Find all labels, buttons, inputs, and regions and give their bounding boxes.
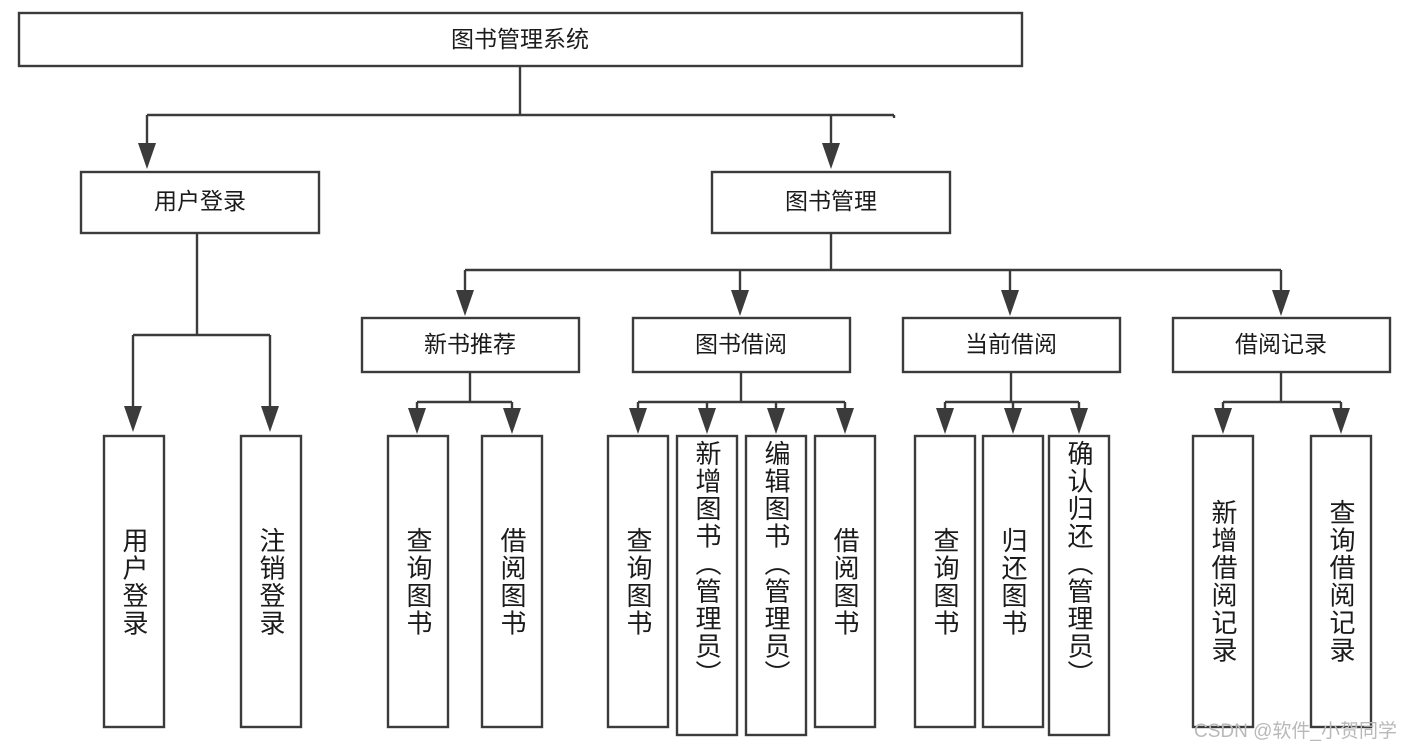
node-current-borrow-label: 当前借阅 (965, 331, 1057, 357)
node-book-mgmt[interactable]: 图书管理 (710, 170, 952, 235)
arrow-icon-to-book-borrow (731, 290, 749, 316)
node-new-book-recommend-label: 新书推荐 (424, 331, 516, 357)
arrow-icon-book-borrow-leaf-2 (698, 408, 716, 434)
node-current-borrow-box[interactable] (901, 316, 1122, 374)
node-book-borrow[interactable]: 图书借阅 (631, 316, 852, 374)
node-user-login[interactable]: 用户登录 (79, 170, 321, 235)
connector-group-root (138, 66, 896, 169)
connector-group-new-book (408, 372, 521, 434)
node-user-login-label: 用户登录 (154, 188, 246, 214)
connector-group-book-mgmt (456, 233, 1290, 316)
connector-group-book-borrow (629, 372, 854, 434)
leaf-box-user-login-2[interactable] (239, 434, 303, 729)
arrow-icon-user-login-leaf-1 (124, 406, 142, 432)
arrow-icon-user-login-leaf-2 (261, 406, 279, 432)
leaf-box-new-book-2[interactable] (480, 434, 544, 729)
leaf-box-current-borrow-3[interactable] (1047, 434, 1111, 737)
node-user-login-box[interactable] (79, 170, 321, 235)
arrow-icon-borrow-record-leaf-2 (1332, 408, 1350, 434)
node-current-borrow[interactable]: 当前借阅 (901, 316, 1122, 374)
node-book-mgmt-box[interactable] (710, 170, 952, 235)
arrow-icon-book-borrow-leaf-3 (767, 408, 785, 434)
node-root-box[interactable] (17, 11, 1024, 68)
node-new-book-recommend[interactable]: 新书推荐 (360, 316, 581, 374)
arrow-icon-current-borrow-leaf-3 (1070, 408, 1088, 434)
arrow-icon-to-borrow-record (1272, 290, 1290, 316)
connector-group-current-borrow (936, 372, 1088, 434)
arrow-icon-root-to-user-login (138, 143, 156, 169)
node-root[interactable]: 图书管理系统 (17, 11, 1024, 68)
arrow-icon-book-borrow-leaf-1 (629, 408, 647, 434)
leaf-box-borrow-record-2[interactable] (1309, 434, 1373, 729)
leaf-box-borrow-record-1[interactable] (1191, 434, 1255, 729)
leaf-box-new-book-1[interactable] (386, 434, 450, 729)
node-borrow-record[interactable]: 借阅记录 (1171, 316, 1392, 374)
leaf-box-book-borrow-3[interactable] (744, 434, 808, 737)
leaf-boxes-new-book-recommend (386, 434, 544, 729)
arrow-icon-borrow-record-leaf-1 (1214, 408, 1232, 434)
arrow-icon-to-current-borrow (1001, 290, 1019, 316)
node-borrow-record-box[interactable] (1171, 316, 1392, 374)
arrow-icon-root-to-book-mgmt (822, 143, 840, 169)
leaf-box-book-borrow-4[interactable] (813, 434, 877, 729)
leaf-boxes-current-borrow (913, 434, 1111, 737)
leaf-box-user-login-1[interactable] (102, 434, 166, 729)
node-root-label: 图书管理系统 (451, 26, 589, 52)
arrow-icon-to-new-book (456, 290, 474, 316)
node-new-book-recommend-box[interactable] (360, 316, 581, 374)
arrow-icon-current-borrow-leaf-1 (936, 408, 954, 434)
leaf-boxes-borrow-record (1191, 434, 1373, 729)
leaf-box-current-borrow-1[interactable] (913, 434, 977, 729)
leaf-boxes-book-borrow (606, 434, 877, 737)
node-book-borrow-label: 图书借阅 (695, 331, 787, 357)
leaf-boxes-user-login (102, 434, 303, 729)
arrow-icon-new-book-leaf-1 (408, 408, 426, 434)
leaf-box-book-borrow-2[interactable] (675, 434, 739, 737)
watermark-text: CSDN @软件_小贺同学 (1194, 721, 1397, 742)
node-book-borrow-box[interactable] (631, 316, 852, 374)
arrow-icon-current-borrow-leaf-2 (1004, 408, 1022, 434)
leaf-box-book-borrow-1[interactable] (606, 434, 670, 729)
node-borrow-record-label: 借阅记录 (1235, 331, 1327, 357)
arrow-icon-book-borrow-leaf-4 (836, 408, 854, 434)
arrow-icon-new-book-leaf-2 (503, 408, 521, 434)
node-book-mgmt-label: 图书管理 (785, 188, 877, 214)
connector-group-borrow-record (1214, 372, 1350, 434)
leaf-box-current-borrow-2[interactable] (981, 434, 1045, 729)
connector-group-user-login (124, 233, 279, 432)
